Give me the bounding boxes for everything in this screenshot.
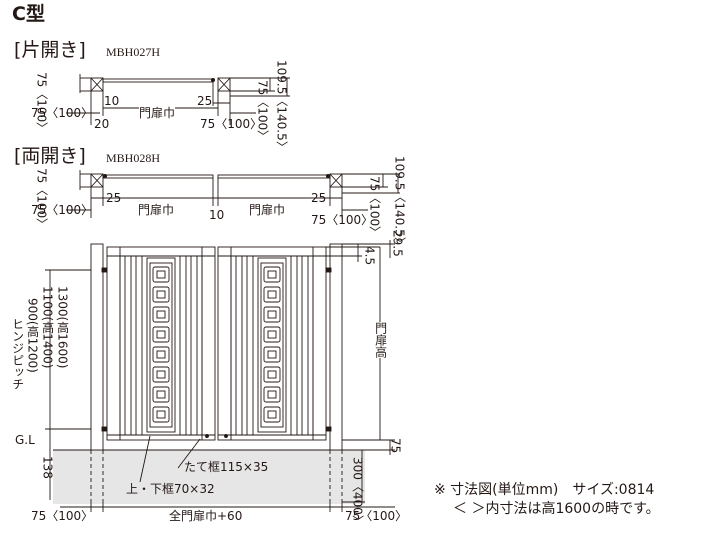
double-depth-dim: 109.5〈140.5〉 <box>392 156 407 249</box>
note-bracket-meaning: ＜ ＞内寸法は高1600の時です。 <box>453 501 660 517</box>
single-model-code: MBH027H <box>106 45 161 59</box>
hinge-pitch-1300: 1300(高1600) <box>55 286 70 369</box>
single-post-right-dim: 75〈100〉 <box>200 117 263 131</box>
hinge-top-right <box>325 267 332 273</box>
double-left-post <box>90 173 104 188</box>
dim-75: 75 <box>388 438 403 454</box>
left-post <box>90 243 104 451</box>
bottom-left-post-dim: 75〈100〉 <box>31 509 94 523</box>
hinge-bottom-left <box>101 426 108 432</box>
double-right-post <box>329 173 343 188</box>
double-plan <box>66 170 400 218</box>
right-post <box>329 243 343 451</box>
left-deco-panel <box>146 257 176 433</box>
rail-frame-label: 上・下框70×32 <box>126 482 215 496</box>
single-depth-dim: 109.5〈140.5〉 <box>274 60 289 153</box>
elevation-view <box>45 240 395 512</box>
note-dimension-unit: ※ 寸法図(単位mm) サイズ:0814 <box>434 482 655 498</box>
dim-29-5: 29.5 <box>390 230 405 257</box>
single-left-post <box>90 77 104 92</box>
single-post-left-dim: 75〈100〉 <box>31 106 94 120</box>
hinge-pitch-1100: 1100(高1400) <box>40 286 55 369</box>
double-dim-10: 10 <box>209 208 225 222</box>
vertical-frame-label: たて框115×35 <box>184 460 269 474</box>
single-dim-20: 20 <box>94 117 110 131</box>
single-dim-25: 25 <box>197 94 213 108</box>
double-door-width-left: 門扉巾 <box>138 203 175 217</box>
hinge-pitch-900: 900(高1200) <box>25 298 40 373</box>
single-door-leaf <box>102 78 214 83</box>
hinge-bottom-right <box>325 426 332 432</box>
double-post-left-dim: 75〈100〉 <box>31 203 94 217</box>
double-door-leaf-left <box>102 174 214 179</box>
embed-depth-138: 138 <box>40 456 55 479</box>
dim-4-5: 4.5 <box>362 246 377 266</box>
single-dim-10: 10 <box>104 94 120 108</box>
bottom-right-post-dim: 75〈100〉 <box>345 509 408 523</box>
post-embed-300: 300〈400〉 <box>350 457 365 527</box>
double-post-right-vertical-dim: 75〈100〉 <box>367 176 382 239</box>
single-post-height-dim: 75〈100〉 <box>34 72 49 135</box>
hinge-top-left <box>101 267 108 273</box>
double-swing-label: [両開き] <box>14 145 86 167</box>
ground-area <box>53 450 365 504</box>
single-plan <box>66 74 290 125</box>
double-door-leaf-right <box>217 174 331 179</box>
single-swing-label: [片開き] <box>14 39 86 61</box>
door-height-dim: 門扉高 <box>373 322 388 358</box>
double-post-right-dim: 75〈100〉 <box>311 213 374 227</box>
single-door-width-dim: 門扉巾 <box>139 106 176 120</box>
ground-level-label: G.L <box>15 433 35 447</box>
double-post-height-dim: 75〈100〉 <box>34 168 49 231</box>
double-door-width-right: 門扉巾 <box>249 203 286 217</box>
right-deco-panel <box>257 257 287 433</box>
single-right-post <box>217 77 231 92</box>
right-deco-squares <box>263 266 281 423</box>
double-model-code: MBH028H <box>106 151 161 165</box>
hinge-pitch-label: ヒンジピッチ <box>10 318 25 390</box>
page-title: C型 <box>12 3 45 25</box>
double-dim-25-left: 25 <box>106 191 122 205</box>
double-dim-25-right: 25 <box>311 191 327 205</box>
left-deco-squares <box>152 266 170 423</box>
total-door-width-dim: 全門扉巾+60 <box>169 509 243 523</box>
single-post-right-vertical-dim: 75〈100〉 <box>255 80 270 143</box>
